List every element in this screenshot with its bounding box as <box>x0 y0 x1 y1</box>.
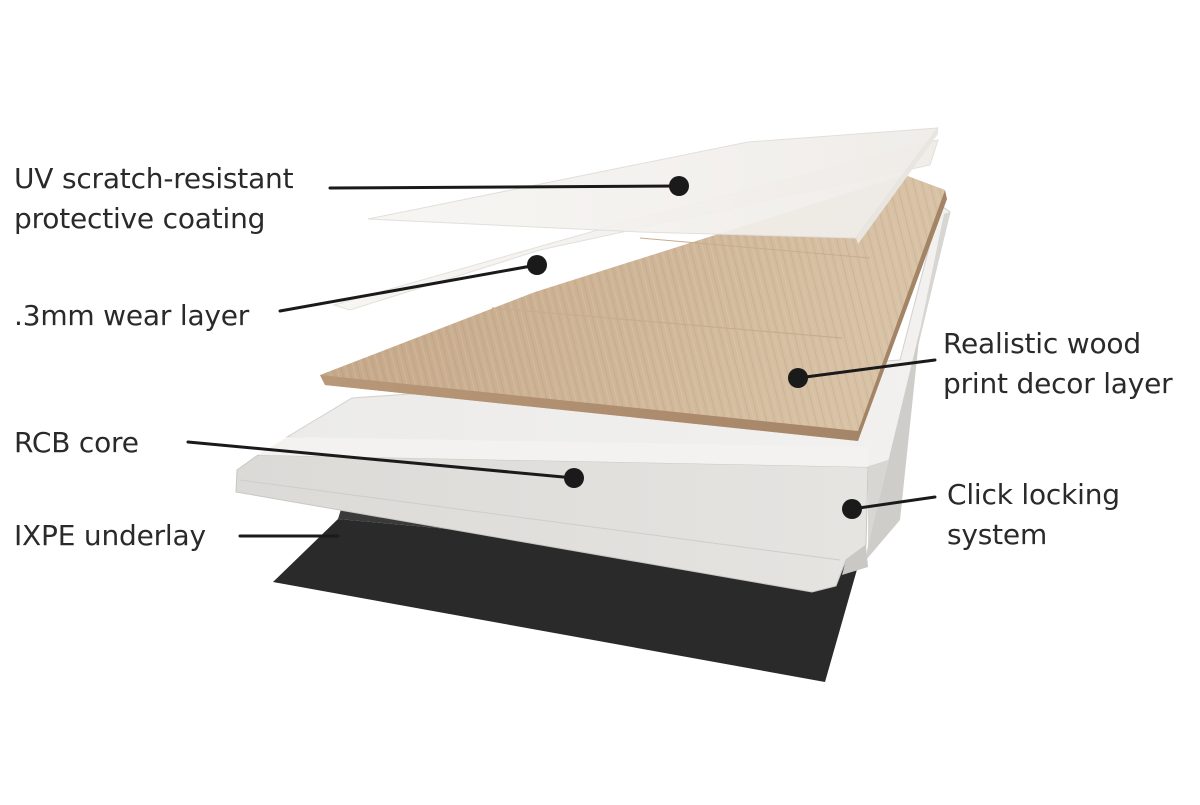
label-decor-line-1: Realistic wood <box>943 327 1141 360</box>
leader-decor <box>796 358 937 380</box>
label-wear-layer: .3mm wear layer <box>14 296 249 336</box>
label-ixpe-underlay: IXPE underlay <box>14 516 206 556</box>
dot-click <box>842 499 862 519</box>
leader-rcb <box>186 440 576 480</box>
uv-coating-layer <box>367 127 940 244</box>
label-uv-line-1: UV scratch-resistant <box>14 162 294 195</box>
label-decor-line-2: print decor layer <box>943 367 1173 400</box>
dot-wear <box>527 255 547 275</box>
label-decor-layer: Realistic wood print decor layer <box>943 324 1173 404</box>
label-rcb-line-1: RCB core <box>14 426 139 459</box>
label-click-line-1: Click locking <box>947 478 1120 511</box>
label-click-lock: Click locking system <box>947 475 1120 555</box>
label-uv-coating: UV scratch-resistant protective coating <box>14 159 294 239</box>
leader-wear <box>278 263 539 313</box>
label-wear-line-1: .3mm wear layer <box>14 299 250 332</box>
dot-decor <box>788 368 808 388</box>
label-click-line-2: system <box>947 518 1048 551</box>
label-rcb-core: RCB core <box>14 423 139 463</box>
label-uv-line-2: protective coating <box>14 202 266 235</box>
leader-dots <box>527 176 862 519</box>
dot-uv <box>669 176 689 196</box>
leader-lines <box>186 184 937 538</box>
dot-rcb <box>564 468 584 488</box>
leader-click <box>850 495 937 511</box>
label-ixpe-line-1: IXPE underlay <box>14 519 206 552</box>
leader-uv <box>328 184 681 190</box>
